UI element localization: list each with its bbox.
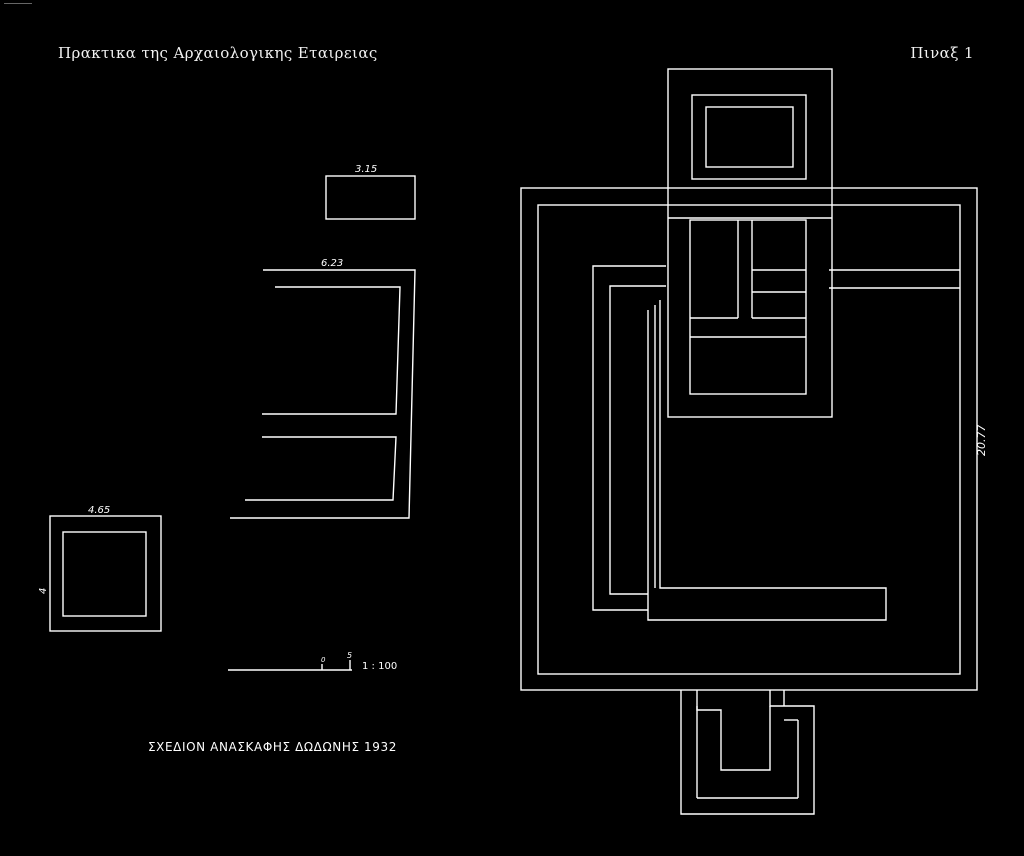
journal-title: Πρακτικα της Αρχαιολογικης Εταιρειας (58, 44, 378, 62)
dimension-4-65-label: 4.65 (88, 505, 110, 516)
dimension-4-label: 4 (38, 588, 49, 594)
dimension-6-23-label: 6.23 (321, 258, 343, 269)
entrance-annex (680, 690, 815, 815)
square-4-65: 4.65 4 (38, 505, 162, 632)
scale-bar: 0 5 1 : 100 (228, 651, 397, 672)
large-enclosure: 20.77 (520, 187, 988, 691)
scale-tick-0: 0 (321, 656, 326, 664)
scale-ratio-label: 1 : 100 (362, 661, 397, 672)
dimension-20-77-label: 20.77 (975, 425, 988, 457)
scale-tick-5: 5 (347, 651, 352, 660)
structure-6-23: 6.23 (230, 258, 416, 519)
dimension-3-15-label: 3.15 (355, 164, 377, 175)
tower-building (667, 68, 833, 418)
plate-label: Πιναξ 1 (910, 44, 974, 62)
plan-caption: ΣΧΕΔΙΟΝ ΑΝΑΣΚΑΦΗΣ ΔΩΔΩΝΗΣ 1932 (148, 740, 397, 754)
small-rectangle-3-15: 3.15 (325, 164, 416, 220)
corner-mark (4, 3, 32, 4)
